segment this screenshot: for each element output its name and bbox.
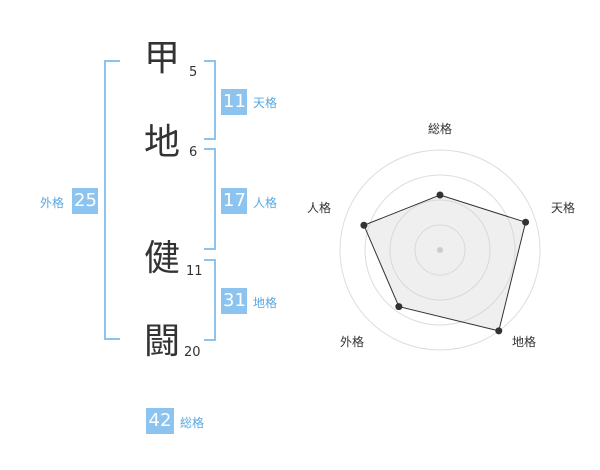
radar-series-polygon <box>363 194 527 332</box>
gaikaku-bracket <box>104 60 120 340</box>
radar-grid-ring <box>414 224 466 276</box>
stroke-count-1: 5 <box>189 65 198 80</box>
radar-point-4 <box>360 221 368 229</box>
stroke-count-2: 6 <box>189 145 198 160</box>
jinkaku-label: 人格 <box>253 196 278 210</box>
soukaku-label: 総格 <box>180 416 205 430</box>
gaikaku-label: 外格 <box>40 196 65 210</box>
jinkaku-bracket <box>204 148 216 250</box>
radar-axis-label-4: 人格 <box>307 201 332 215</box>
radar-grid-ring <box>389 199 491 301</box>
tenkaku-value-badge: 11 <box>221 89 247 115</box>
name-char-4: 闘 <box>143 321 180 362</box>
radar-axis-label-1: 天格 <box>551 201 576 215</box>
radar-axis-label-2: 地格 <box>512 335 537 349</box>
stroke-count-4: 20 <box>184 345 201 360</box>
radar-grid-ring <box>364 174 516 326</box>
radar-grid-ring <box>339 149 541 351</box>
jinkaku-value-badge: 17 <box>221 188 247 214</box>
radar-point-1 <box>522 218 530 226</box>
tenkaku-label: 天格 <box>253 96 278 110</box>
stroke-count-3: 11 <box>186 264 203 279</box>
radar-axis-label-0: 総格 <box>428 122 453 136</box>
chikaku-label: 地格 <box>253 296 278 310</box>
radar-center-dot <box>437 247 443 253</box>
gaikaku-value-badge: 25 <box>72 188 98 214</box>
soukaku-value-badge: 42 <box>146 408 174 434</box>
name-char-2: 地 <box>143 122 180 163</box>
chikaku-value-badge: 31 <box>221 288 247 314</box>
tenkaku-bracket <box>204 60 216 140</box>
chikaku-bracket <box>204 259 216 341</box>
name-char-1: 甲 <box>143 38 180 79</box>
radar-axis-label-3: 外格 <box>340 335 365 349</box>
radar-point-0 <box>436 191 444 199</box>
radar-point-3 <box>395 303 403 311</box>
radar-point-2 <box>495 327 503 335</box>
name-char-3: 健 <box>143 238 180 279</box>
